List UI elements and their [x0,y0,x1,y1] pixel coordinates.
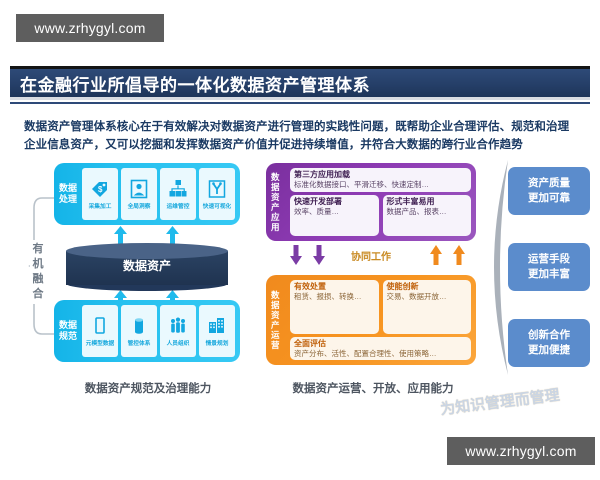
card-comprehensive-evaluation[interactable]: 全面评估 资产分布、活性、配置合理性、使用策略… [290,336,471,360]
card-body: 租赁、报损、转换… [294,292,362,301]
tile-metamodel-data[interactable]: 元模型数据 [82,305,118,357]
benefit-line-2: 更加丰富 [528,268,570,280]
card-fast-deployment[interactable]: 快速开发部署 效率、质量… [290,194,379,236]
tile-ops-control[interactable]: 运维管控 [160,168,196,220]
organic-fusion-label: 有机融合 [30,240,46,304]
tile-governance-system[interactable]: 管控体系 [121,305,157,357]
people-group-icon [168,316,188,336]
card-heading: 有效处置 [294,282,326,291]
benefit-box-innovation-cooperation[interactable]: 创新合作 更加便捷 [508,319,590,367]
data-asset-label: 数据资产 [122,259,171,273]
caption-right: 数据资产运营、开放、应用能力 [292,383,454,395]
card-body: 效率、质量… [294,206,339,216]
arrow-up-to-processing-right [166,226,179,244]
operation-card-row: 有效处置 租赁、报损、转换… 使能创新 交易、数据开放… [290,280,471,334]
watermark-bottom-text: www.zrhygyl.com [465,443,577,459]
benefit-line-2: 更加可靠 [528,192,570,204]
tile-scenario-planning[interactable]: 情景规划 [199,305,235,357]
panel-application-tag: 数据资产应用 [271,172,280,232]
panel-data-processing-tiles: $ 采集加工 全局洞察 运维管控 快速可视化 [79,168,235,220]
caption-left: 数据资产规范及治理能力 [84,383,212,395]
panel-data-processing-tag: 数据处理 [59,183,78,204]
tile-label: 快速可视化 [202,204,232,210]
card-enabling-innovation[interactable]: 使能创新 交易、数据开放… [382,280,471,334]
card-body: 数据产品、报表… [386,206,447,216]
buildings-icon [207,316,227,336]
tile-label: 采集加工 [88,204,112,210]
document-block-icon [90,316,110,336]
cylinder-top [66,243,228,259]
panel-data-asset-application[interactable]: 数据资产应用 第三方应用加载 标准化数据接口、平滑迁移、快速定制… 快速开发部署… [266,163,476,241]
title-underline [10,102,590,104]
panel-data-asset-operation[interactable]: 数据资产运营 有效处置 租赁、报损、转换… 使能创新 交易、数据开放… 全面评估… [266,275,476,365]
panel-data-standards-tag: 数据规范 [59,320,78,341]
cube-network-icon [168,179,188,199]
panel-data-standards-tiles: 元模型数据 管控体系 人员组织 情景规划 [79,305,235,357]
svg-text:$: $ [98,185,103,194]
benefit-line-2: 更加便捷 [528,344,570,356]
tile-label: 情景规划 [205,341,229,347]
card-heading: 使能创新 [386,282,419,291]
arrow-up-orange-left [430,245,442,265]
arrow-up-orange-right [453,245,465,265]
arrow-up-to-core-left [114,290,127,308]
card-body: 标准化数据接口、平滑迁移、快速定制… [294,180,429,189]
arrow-down-purple-right [313,245,325,265]
tile-label: 全局洞察 [127,204,151,210]
collaboration-label: 协同工作 [351,252,391,263]
benefit-line-1: 运营手段 [528,253,570,265]
tile-collect-process[interactable]: $ 采集加工 [82,168,118,220]
operation-cards: 有效处置 租赁、报损、转换… 使能创新 交易、数据开放… 全面评估 资产分布、活… [287,280,471,360]
benefit-line-1: 资产质量 [528,177,570,189]
tile-label: 元模型数据 [85,341,115,347]
card-body: 资产分布、活性、配置合理性、使用策略… [294,348,437,358]
tile-label: 管控体系 [127,341,151,347]
price-tag-dollar-icon: $ [90,179,110,199]
tile-fast-visualization[interactable]: 快速可视化 [199,168,235,220]
panel-data-standards[interactable]: 数据规范 元模型数据 管控体系 人员组织 [54,300,240,362]
watermark-top-text: www.zrhygyl.com [34,20,146,36]
arrow-down-purple-left [290,245,302,265]
arrow-up-to-processing-left [114,226,127,244]
data-asset-cylinder: 数据资产 [66,243,228,291]
benefit-box-operation-means[interactable]: 运营手段 更加丰富 [508,243,590,291]
page-title: 在金融行业所倡导的一体化数据资产管理体系 [20,75,370,95]
intro-paragraph: 数据资产管理体系核心在于有效解决对数据资产进行管理的实践性问题，既帮助企业合理评… [24,121,570,151]
tile-global-insight[interactable]: 全局洞察 [121,168,157,220]
tile-label: 运维管控 [166,204,190,210]
slide-title-bar: 在金融行业所倡导的一体化数据资产管理体系 [10,66,590,100]
card-heading: 全面评估 [294,338,326,348]
card-heading: 快速开发部署 [294,196,342,206]
panel-data-processing[interactable]: 数据处理 $ 采集加工 全局洞察 运维管控 [54,163,240,225]
database-cylinder-icon [129,316,149,336]
application-card-row: 快速开发部署 效率、质量… 形式丰富易用 数据产品、报表… [290,194,471,236]
arrow-up-to-core-right [166,290,179,308]
card-heading: 第三方应用加载 [294,170,350,179]
tile-people-organization[interactable]: 人员组织 [160,305,196,357]
watermark-top: www.zrhygyl.com [16,14,164,42]
card-effective-disposal[interactable]: 有效处置 租赁、报损、转换… [290,280,379,334]
card-third-party-app[interactable]: 第三方应用加载 标准化数据接口、平滑迁移、快速定制… [290,168,471,192]
application-cards: 第三方应用加载 标准化数据接口、平滑迁移、快速定制… 快速开发部署 效率、质量…… [287,168,471,236]
wrench-tools-icon [207,179,227,199]
benefit-box-asset-quality[interactable]: 资产质量 更加可靠 [508,167,590,215]
card-body: 交易、数据开放… [386,292,447,301]
tile-label: 人员组织 [166,341,190,347]
benefit-line-1: 创新合作 [528,329,570,341]
swoosh-divider [494,160,508,375]
card-rich-easy-format[interactable]: 形式丰富易用 数据产品、报表… [382,194,471,236]
card-heading: 形式丰富易用 [386,196,435,206]
panel-operation-tag: 数据资产运营 [271,290,280,350]
watermark-bottom: www.zrhygyl.com [447,437,595,465]
user-portrait-icon [129,179,149,199]
